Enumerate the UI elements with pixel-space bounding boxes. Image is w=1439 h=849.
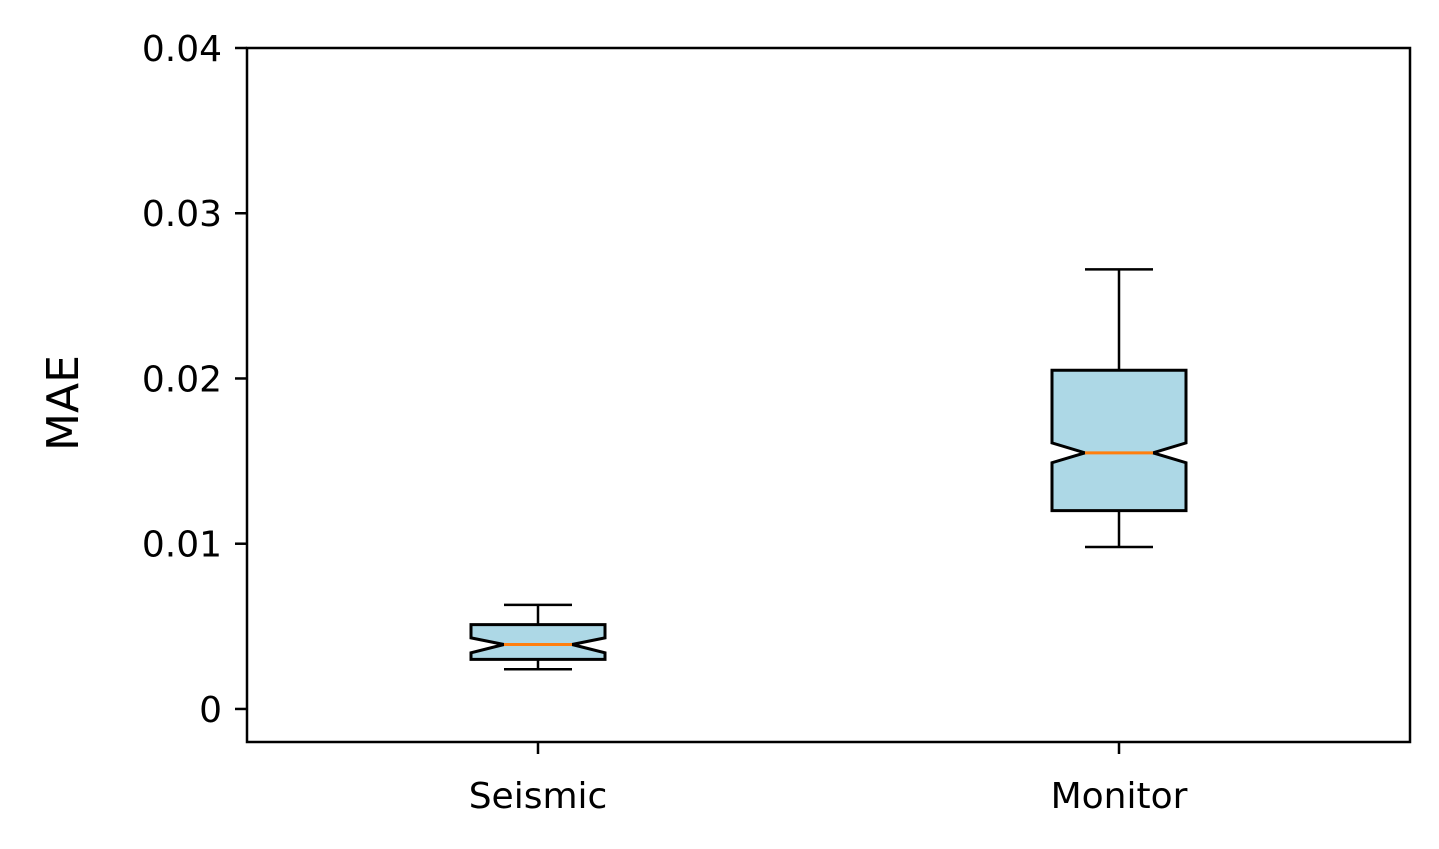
box-body: [469, 623, 607, 661]
axes-frame: [245, 46, 1412, 744]
x-tick-label: Monitor: [1051, 776, 1188, 817]
y-tick-label: 0: [199, 690, 222, 731]
y-tick-label: 0.01: [142, 525, 222, 566]
plot-area: [235, 46, 1412, 754]
y-tick-label: 0.03: [142, 194, 222, 235]
y-tick-label: 0.04: [142, 29, 222, 70]
y-axis-label: MAE: [38, 355, 89, 451]
x-tick-label: Seismic: [469, 776, 608, 817]
box-seismic: [469, 603, 607, 671]
y-tick-label: 0.02: [142, 359, 222, 400]
box-body: [1050, 368, 1188, 513]
box-monitor: [1050, 268, 1188, 549]
